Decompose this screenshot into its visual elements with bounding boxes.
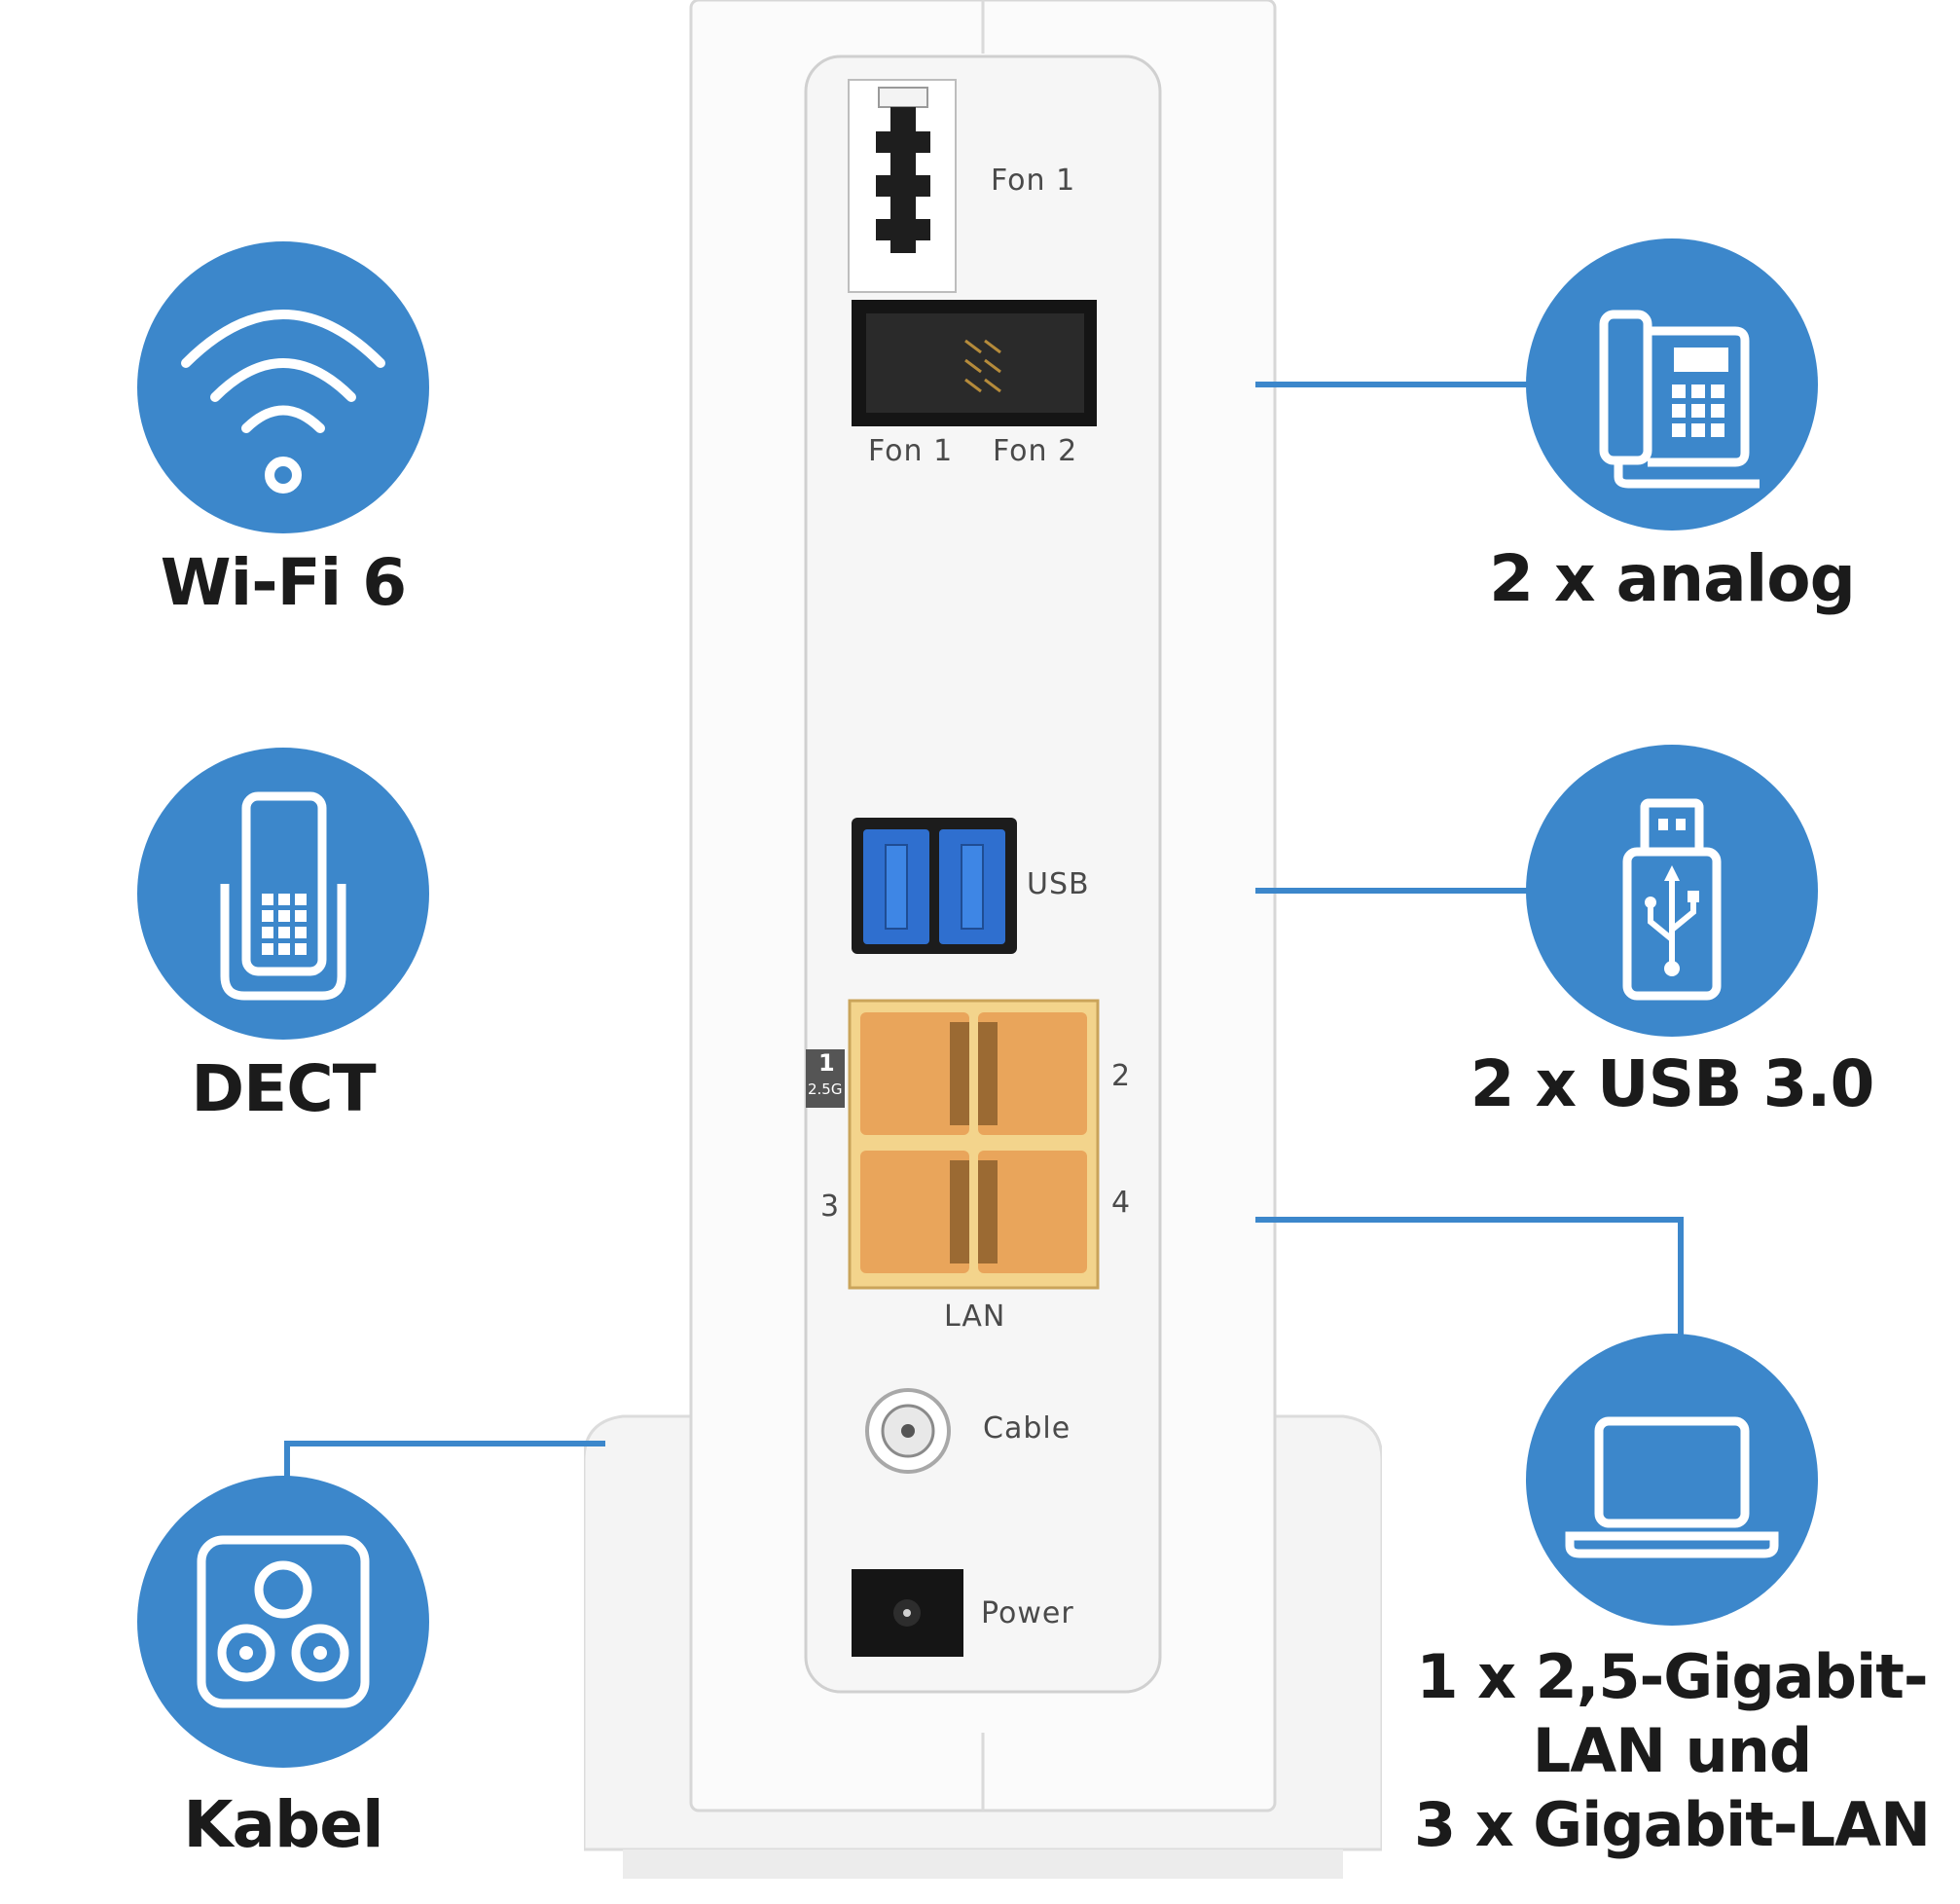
- lan-port-1-speed: 2.5G: [808, 1080, 843, 1098]
- wifi-icon: [181, 310, 385, 494]
- lan-port-4-number: 4: [1111, 1186, 1132, 1220]
- laptop-icon: [1565, 1416, 1779, 1558]
- usb-feature-circle: [1526, 745, 1818, 1037]
- analog-feature-circle: [1526, 238, 1818, 531]
- lan-feature-label-line1: 1 x 2,5-Gigabit-: [1416, 1641, 1928, 1712]
- lan-feature-label-line2: LAN und: [1532, 1715, 1813, 1786]
- fon1-label: Fon 1: [868, 434, 954, 468]
- analog-feature-label: 2 x analog: [1489, 541, 1856, 616]
- lan-port-3-number: 3: [820, 1190, 841, 1224]
- dect-handset-icon: [220, 791, 346, 1001]
- usb-port-label: USB: [1027, 867, 1090, 901]
- fon2-label: Fon 2: [993, 434, 1078, 468]
- lan-feature-label-line3: 3 x Gigabit-LAN: [1413, 1789, 1931, 1860]
- kabel-feature-circle: [137, 1476, 429, 1768]
- analog-connector-line: [1255, 382, 1528, 387]
- kabel-connector-line-h: [284, 1441, 605, 1446]
- dect-feature-circle: [137, 748, 429, 1040]
- lan-port-1-number: 1: [818, 1049, 836, 1077]
- power-port-label: Power: [981, 1596, 1074, 1630]
- coax-socket-icon: [197, 1535, 370, 1708]
- usb-feature-label: 2 x USB 3.0: [1470, 1046, 1875, 1121]
- lan-connector-line-h: [1255, 1217, 1684, 1223]
- lan-port-label: LAN: [944, 1300, 1006, 1334]
- usb-connector-line: [1255, 888, 1528, 894]
- wifi-feature-circle: [137, 241, 429, 533]
- kabel-connector-line-v: [284, 1441, 290, 1489]
- cable-port-label: Cable: [983, 1411, 1071, 1446]
- fon1-top-label: Fon 1: [991, 164, 1076, 198]
- lan-feature-circle: [1526, 1334, 1818, 1626]
- lan-port-2-number: 2: [1111, 1059, 1132, 1093]
- kabel-feature-label: Kabel: [183, 1787, 383, 1862]
- wifi-feature-label: Wi-Fi 6: [160, 545, 407, 620]
- lan-connector-line-v: [1678, 1217, 1684, 1343]
- desk-phone-icon: [1599, 310, 1760, 489]
- router-device: Fon 1 Fon 1 Fon 2 USB LAN 1 2.5G 2 3 4 C…: [584, 0, 1382, 1904]
- usb-stick-icon: [1622, 798, 1722, 1001]
- dect-feature-label: DECT: [191, 1051, 376, 1126]
